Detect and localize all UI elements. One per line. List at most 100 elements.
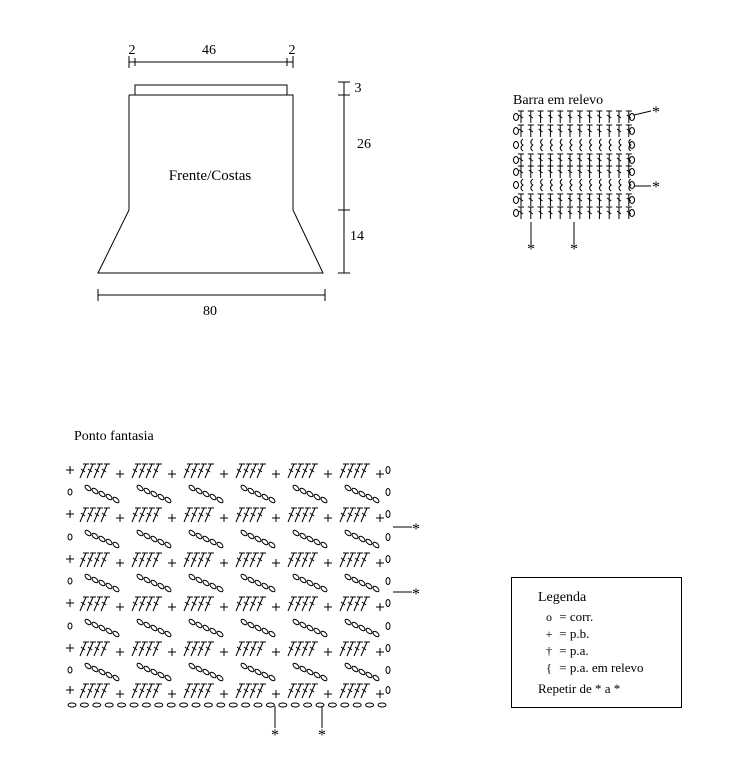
chain-stitch [91,621,99,629]
chain-stitch [105,582,113,590]
chain-stitch [98,490,106,498]
chain-stitch [299,665,307,673]
chain-stitch [253,702,263,708]
double-crochet-bar [548,169,553,174]
chain-stitch [320,541,328,549]
double-crochet-bar [139,646,145,651]
relief-stitch [530,178,534,192]
double-crochet-bar [606,197,612,202]
double-crochet-bar [94,688,100,693]
double-crochet-bar [354,468,360,473]
double-crochet-bar [243,557,249,562]
chain-stitch [385,510,391,518]
chain-stitch [358,535,366,543]
double-crochet-bar [87,688,93,693]
chain-stitch [344,618,352,626]
double-crochet-bar [236,646,242,651]
double-crochet-bar [548,114,553,119]
double-crochet-bar [288,557,294,562]
chain-stitch [247,621,255,629]
double-crochet-bar [361,601,367,606]
chain-stitch [365,671,373,679]
chain-stitch [268,630,276,638]
double-crochet-bar [205,468,211,473]
chain-stitch [154,702,164,708]
chain-stitch [143,532,151,540]
chain-stitch [629,141,635,149]
double-crochet-bar [236,601,242,606]
chain-stitch [164,541,172,549]
chain-stitch [306,535,314,543]
double-crochet-bar [139,512,145,517]
chain-stitch [136,618,144,626]
double-crochet-bar [132,557,138,562]
chain-stitch [351,532,359,540]
chain-stitch [92,702,102,708]
chain-stitch [143,576,151,584]
barra-marker-bottom-right: * [570,241,578,258]
double-crochet-bar [205,557,211,562]
relief-stitch [589,138,593,152]
chain-stitch [150,490,158,498]
chain-stitch [292,529,300,537]
chain-stitch [188,529,196,537]
double-crochet-bar [528,169,534,174]
relief-stitch [549,138,554,152]
double-crochet-bar [616,157,622,162]
double-crochet-bar [94,557,100,562]
double-crochet-bar [528,114,534,119]
double-crochet-bar [606,157,612,162]
double-crochet-bar [243,601,249,606]
double-crochet-bar [548,210,553,215]
chain-stitch [344,662,352,670]
chain-stitch [261,671,269,679]
double-crochet-bar [577,157,583,162]
double-crochet-bar [567,210,573,215]
double-crochet-bar [236,557,242,562]
chain-stitch [261,538,269,546]
double-crochet-bar [309,646,315,651]
chain-stitch [216,674,224,682]
double-crochet-bar [347,512,353,517]
relief-stitch [530,138,534,152]
dim-right-neck: 3 [355,81,362,96]
double-crochet-bar [538,114,543,119]
chain-stitch [385,488,391,496]
chain-stitch [358,579,366,587]
chain-stitch [278,702,288,708]
double-crochet-bar [153,512,159,517]
double-crochet-bar [198,688,204,693]
double-crochet-bar [184,468,190,473]
relief-stitch [579,138,583,152]
double-crochet-bar [577,169,583,174]
dim-top-right: 2 [289,43,296,58]
double-crochet-bar [198,601,204,606]
chain-stitch [513,156,519,164]
double-crochet-bar [184,646,190,651]
double-crochet-bar [288,601,294,606]
legend-item-double-crochet: † = p.a. [542,643,589,659]
chain-stitch [240,484,248,492]
ponto-marker-bottom-right: * [318,727,326,744]
chain-stitch [372,630,380,638]
chain-stitch [164,674,172,682]
chain-stitch [629,209,635,217]
chain-stitch [344,529,352,537]
double-crochet-bar [80,468,86,473]
double-crochet-bar [626,210,632,215]
chain-stitch [268,585,276,593]
chain-stitch [372,674,380,682]
chain-stitch [105,627,113,635]
relief-stitch [608,138,613,152]
double-crochet-bar [597,114,602,119]
double-crochet-bar [518,128,524,133]
relief-stitch [628,178,632,192]
double-crochet-bar [557,128,563,133]
chain-stitch [299,621,307,629]
chain-stitch [313,538,321,546]
chain-stitch [261,582,269,590]
double-crochet-bar [538,128,543,133]
chain-stitch [365,538,373,546]
chain-stitch [117,702,127,708]
double-crochet-bar [567,197,573,202]
